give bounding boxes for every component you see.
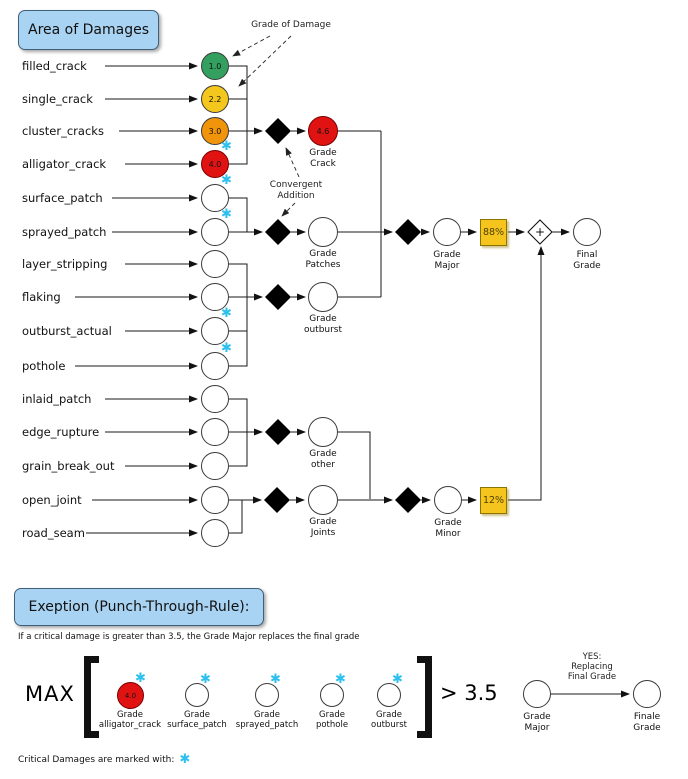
exception-title: Exeption (Punch-Through-Rule): [14, 588, 264, 626]
label-grade-minor: Grade Minor [434, 518, 462, 539]
critical-note: Critical Damages are marked with: ✱ [18, 753, 190, 766]
right-bracket [417, 656, 432, 738]
node-final-grade [573, 218, 601, 246]
area-of-damages-title: Area of Damages [18, 10, 159, 50]
critical-star-icon: ✱ [221, 341, 232, 356]
critical-star-icon: ✱ [335, 672, 346, 687]
grade-of-damage-annotation: Grade of Damage [251, 20, 331, 30]
label-grade-joints: Grade Joints [309, 517, 337, 538]
node-road-seam [201, 519, 229, 547]
node-grain-break-out [201, 452, 229, 480]
critical-star-icon: ✱ [221, 173, 232, 188]
damage-label-open-joint: open_joint [22, 493, 82, 507]
node-alligator-crack: 4.0 [201, 150, 229, 178]
critical-star-icon: ✱ [179, 752, 191, 767]
exception-label-grade-major: Grade Major [523, 712, 551, 733]
damage-label-edge-rupture: edge_rupture [22, 425, 100, 439]
node-outburst-actual [201, 317, 229, 345]
grade-value: 4.0 [208, 159, 222, 169]
node-edge-rupture [201, 418, 229, 446]
damage-label-pothole: pothole [22, 359, 66, 373]
label-grade-crack: Grade Crack [309, 148, 337, 169]
critical-star-icon: ✱ [270, 672, 281, 687]
grade-value: 4.0 [124, 691, 137, 700]
node-single-crack: 2.2 [201, 85, 229, 113]
damage-label-filled-crack: filled_crack [22, 59, 87, 73]
damage-label-alligator-crack: alligator_crack [22, 157, 107, 171]
node-flaking [201, 283, 229, 311]
critical-note-text: Critical Damages are marked with: [18, 754, 175, 765]
damage-label-surface-patch: surface_patch [22, 191, 103, 205]
damage-label-single-crack: single_crack [22, 92, 93, 106]
plus-diamond [527, 219, 553, 245]
exception-node-alligator-crack: 4.0 [117, 682, 144, 709]
label-grade-major: Grade Major [433, 250, 461, 271]
max-label: MAX [25, 682, 75, 706]
node-filled-crack: 1.0 [201, 52, 229, 80]
exception-label-finale-grade: Finale Grade [633, 712, 661, 733]
yes-replacing-label: YES: Replacing Final Grade [567, 652, 617, 683]
label-final-grade: Final Grade [573, 250, 601, 271]
label-grade-other: Grade other [309, 449, 337, 470]
exception-title-text: Exeption (Punch-Through-Rule): [28, 599, 250, 615]
critical-star-icon: ✱ [221, 306, 232, 321]
grade-value: 3.0 [208, 126, 222, 136]
comparison-label: > 3.5 [440, 681, 498, 705]
exception-node-outburst [377, 683, 401, 707]
plus-operator: + [534, 225, 546, 239]
exception-label-sprayed-patch: Grade sprayed_patch [235, 710, 299, 731]
exception-label-pothole: Grade pothole [315, 710, 349, 731]
convergent-addition-annotation: Convergent Addition [269, 180, 323, 201]
node-open-joint [201, 486, 229, 514]
node-layer-stripping [201, 250, 229, 278]
damage-label-road-seam: road_seam [22, 526, 85, 540]
damage-label-outburst-actual: outburst_actual [22, 324, 112, 338]
damage-label-layer-stripping: layer_stripping [22, 257, 108, 271]
exception-label-surface-patch: Grade surface_patch [167, 710, 227, 731]
node-grade-joints [308, 485, 338, 515]
exception-node-sprayed-patch [255, 683, 279, 707]
node-grade-crack: 4.6 [308, 116, 338, 146]
grade-value: 2.2 [208, 94, 222, 104]
node-grade-outburst [308, 282, 338, 312]
critical-star-icon: ✱ [135, 671, 146, 686]
exception-node-grade-major [523, 680, 551, 708]
node-pothole [201, 352, 229, 380]
exception-label-alligator-crack: Grade alligator_crack [98, 710, 162, 731]
exception-node-pothole [320, 683, 344, 707]
node-sprayed-patch [201, 218, 229, 246]
damage-label-cluster-cracks: cluster_cracks [22, 124, 104, 138]
node-cluster-cracks: 3.0 [201, 117, 229, 145]
node-grade-patches [308, 217, 338, 247]
node-inlaid-patch [201, 385, 229, 413]
exception-node-finale-grade [633, 680, 661, 708]
label-grade-patches: Grade Patches [305, 249, 341, 270]
damage-label-flaking: flaking [22, 290, 61, 304]
damage-label-sprayed-patch: sprayed_patch [22, 225, 107, 239]
grade-value: 4.6 [316, 126, 330, 136]
damage-label-inlaid-patch: inlaid_patch [22, 392, 92, 406]
convergent-addition-diamonds [264, 118, 421, 513]
exception-subtitle: If a critical damage is greater than 3.5… [18, 632, 360, 642]
node-grade-minor [434, 486, 462, 514]
area-of-damages-title-text: Area of Damages [28, 22, 149, 38]
critical-star-icon: ✱ [221, 207, 232, 222]
grade-value: 1.0 [208, 61, 222, 71]
exception-node-surface-patch [185, 683, 209, 707]
critical-star-icon: ✱ [221, 139, 232, 154]
node-surface-patch [201, 184, 229, 212]
critical-star-icon: ✱ [200, 672, 211, 687]
damage-label-grain-break-out: grain_break_out [22, 459, 115, 473]
exception-label-outburst: Grade outburst [371, 710, 407, 731]
node-grade-major [433, 218, 461, 246]
critical-star-icon: ✱ [392, 672, 403, 687]
minor-weight-box: 12% [480, 487, 507, 514]
left-bracket [84, 656, 99, 738]
label-grade-outburst: Grade outburst [303, 314, 343, 335]
major-weight-box: 88% [480, 219, 507, 246]
node-grade-other [308, 417, 338, 447]
